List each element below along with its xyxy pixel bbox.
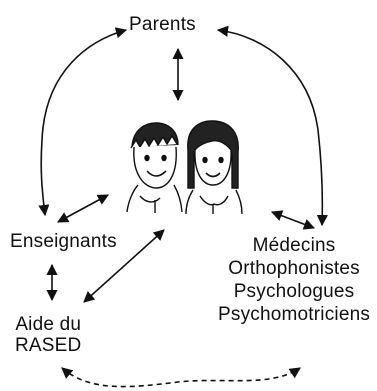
arrow-children-medecins — [272, 212, 314, 228]
node-enseignants: Enseignants — [10, 231, 117, 252]
two-children-icon — [127, 121, 242, 214]
node-parents: Parents — [129, 14, 196, 35]
node-aide-line2: RASED — [15, 335, 81, 356]
arrow-parents-medecins — [218, 30, 322, 225]
arrow-aide-medecins — [62, 368, 300, 387]
node-professionals: Médecins Orthophonistes Psychologues Psy… — [218, 234, 370, 326]
professional-psychologues: Psychologues — [218, 280, 370, 303]
node-aide-du-rased: Aide du RASED — [15, 314, 81, 356]
node-aide-line1: Aide du — [15, 314, 81, 335]
arrow-parents-enseignants — [41, 30, 126, 215]
professional-orthophonistes: Orthophonistes — [218, 257, 370, 280]
professional-psychomotriciens: Psychomotriciens — [218, 303, 370, 326]
professional-medecins: Médecins — [218, 234, 370, 257]
arrow-children-enseignants — [58, 195, 108, 222]
